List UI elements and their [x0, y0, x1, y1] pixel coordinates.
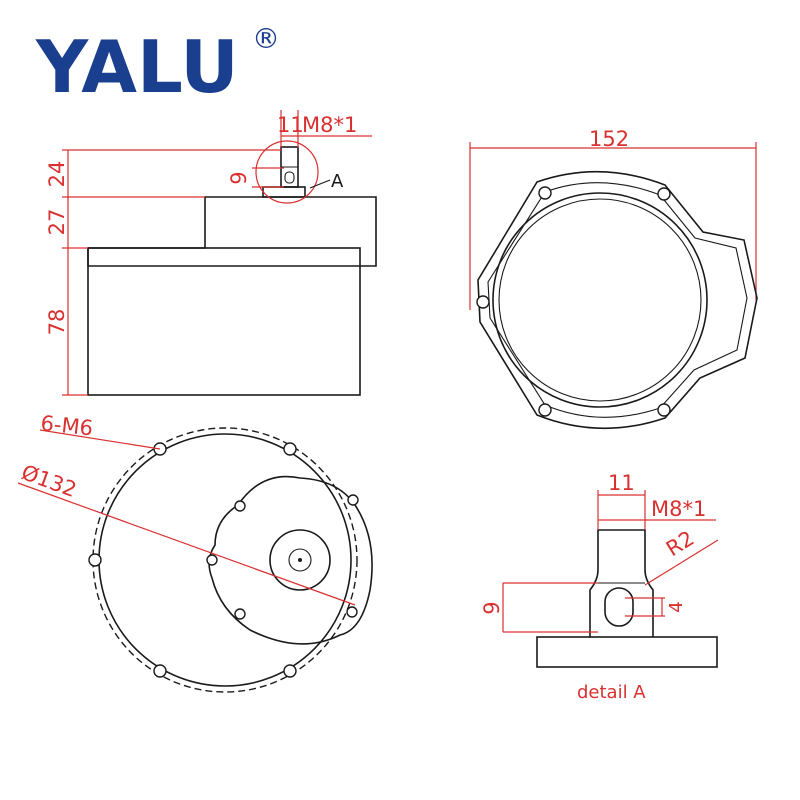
motor-body-lip — [87, 248, 360, 267]
leader-radius — [644, 539, 719, 586]
dim-shaft-height: 9 — [227, 171, 251, 184]
detail-base — [536, 636, 718, 668]
bolt-hole — [657, 187, 671, 201]
bolt-hole — [476, 295, 490, 309]
detail-a: 11 M8*1 R2 9 4 detail A — [480, 471, 719, 703]
bottom-view: 6-M6 Ø132 — [17, 411, 373, 693]
housing-outer — [477, 170, 758, 430]
detail-shaft-body — [589, 529, 654, 637]
motor-body-upper — [88, 196, 377, 267]
dim-152: 152 — [589, 127, 629, 151]
housing-bore-outer — [492, 192, 708, 408]
hub-outer — [269, 529, 331, 591]
detail-dim-thread: M8*1 — [651, 497, 706, 521]
dim-27: 27 — [45, 209, 69, 236]
motor-body-lower — [87, 247, 361, 396]
brand-logo: YALU — [35, 25, 239, 109]
detail-circle — [255, 140, 319, 204]
bolt-hole — [657, 403, 671, 417]
leader-m6 — [39, 429, 161, 450]
shaft-slot — [284, 171, 295, 184]
dim-24: 24 — [45, 161, 69, 188]
bolt-circle — [92, 427, 358, 693]
m6-hole — [88, 553, 102, 567]
bolt-hole — [538, 403, 552, 417]
housing-bore-inner — [498, 198, 702, 402]
front-view: 152 — [469, 127, 758, 430]
leader-diameter — [17, 482, 356, 606]
registered-mark: ® — [252, 22, 280, 55]
dim-thread: M8*1 — [302, 113, 357, 137]
bolt-hole — [538, 186, 552, 200]
flange-outline — [98, 433, 352, 687]
detail-marker: A — [331, 171, 344, 192]
detail-dim-slot: 4 — [666, 601, 687, 612]
detail-caption: detail A — [577, 682, 646, 703]
hub-inner — [288, 548, 312, 572]
housing-inner — [487, 182, 748, 418]
side-view: A 24 27 78 11 M8*1 9 — [45, 110, 377, 396]
detail-slot — [604, 587, 634, 627]
dim-shaft-width: 11 — [277, 113, 304, 137]
shaft-base — [262, 186, 306, 198]
dim-holes: 6-M6 — [39, 411, 94, 440]
m6-hole — [153, 664, 167, 678]
m6-hole — [283, 664, 297, 678]
dim-diameter: Ø132 — [18, 460, 79, 502]
detail-dim-width: 11 — [608, 471, 635, 495]
detail-dim-height: 9 — [480, 601, 504, 614]
dim-78: 78 — [45, 309, 69, 336]
m6-hole — [283, 442, 297, 456]
